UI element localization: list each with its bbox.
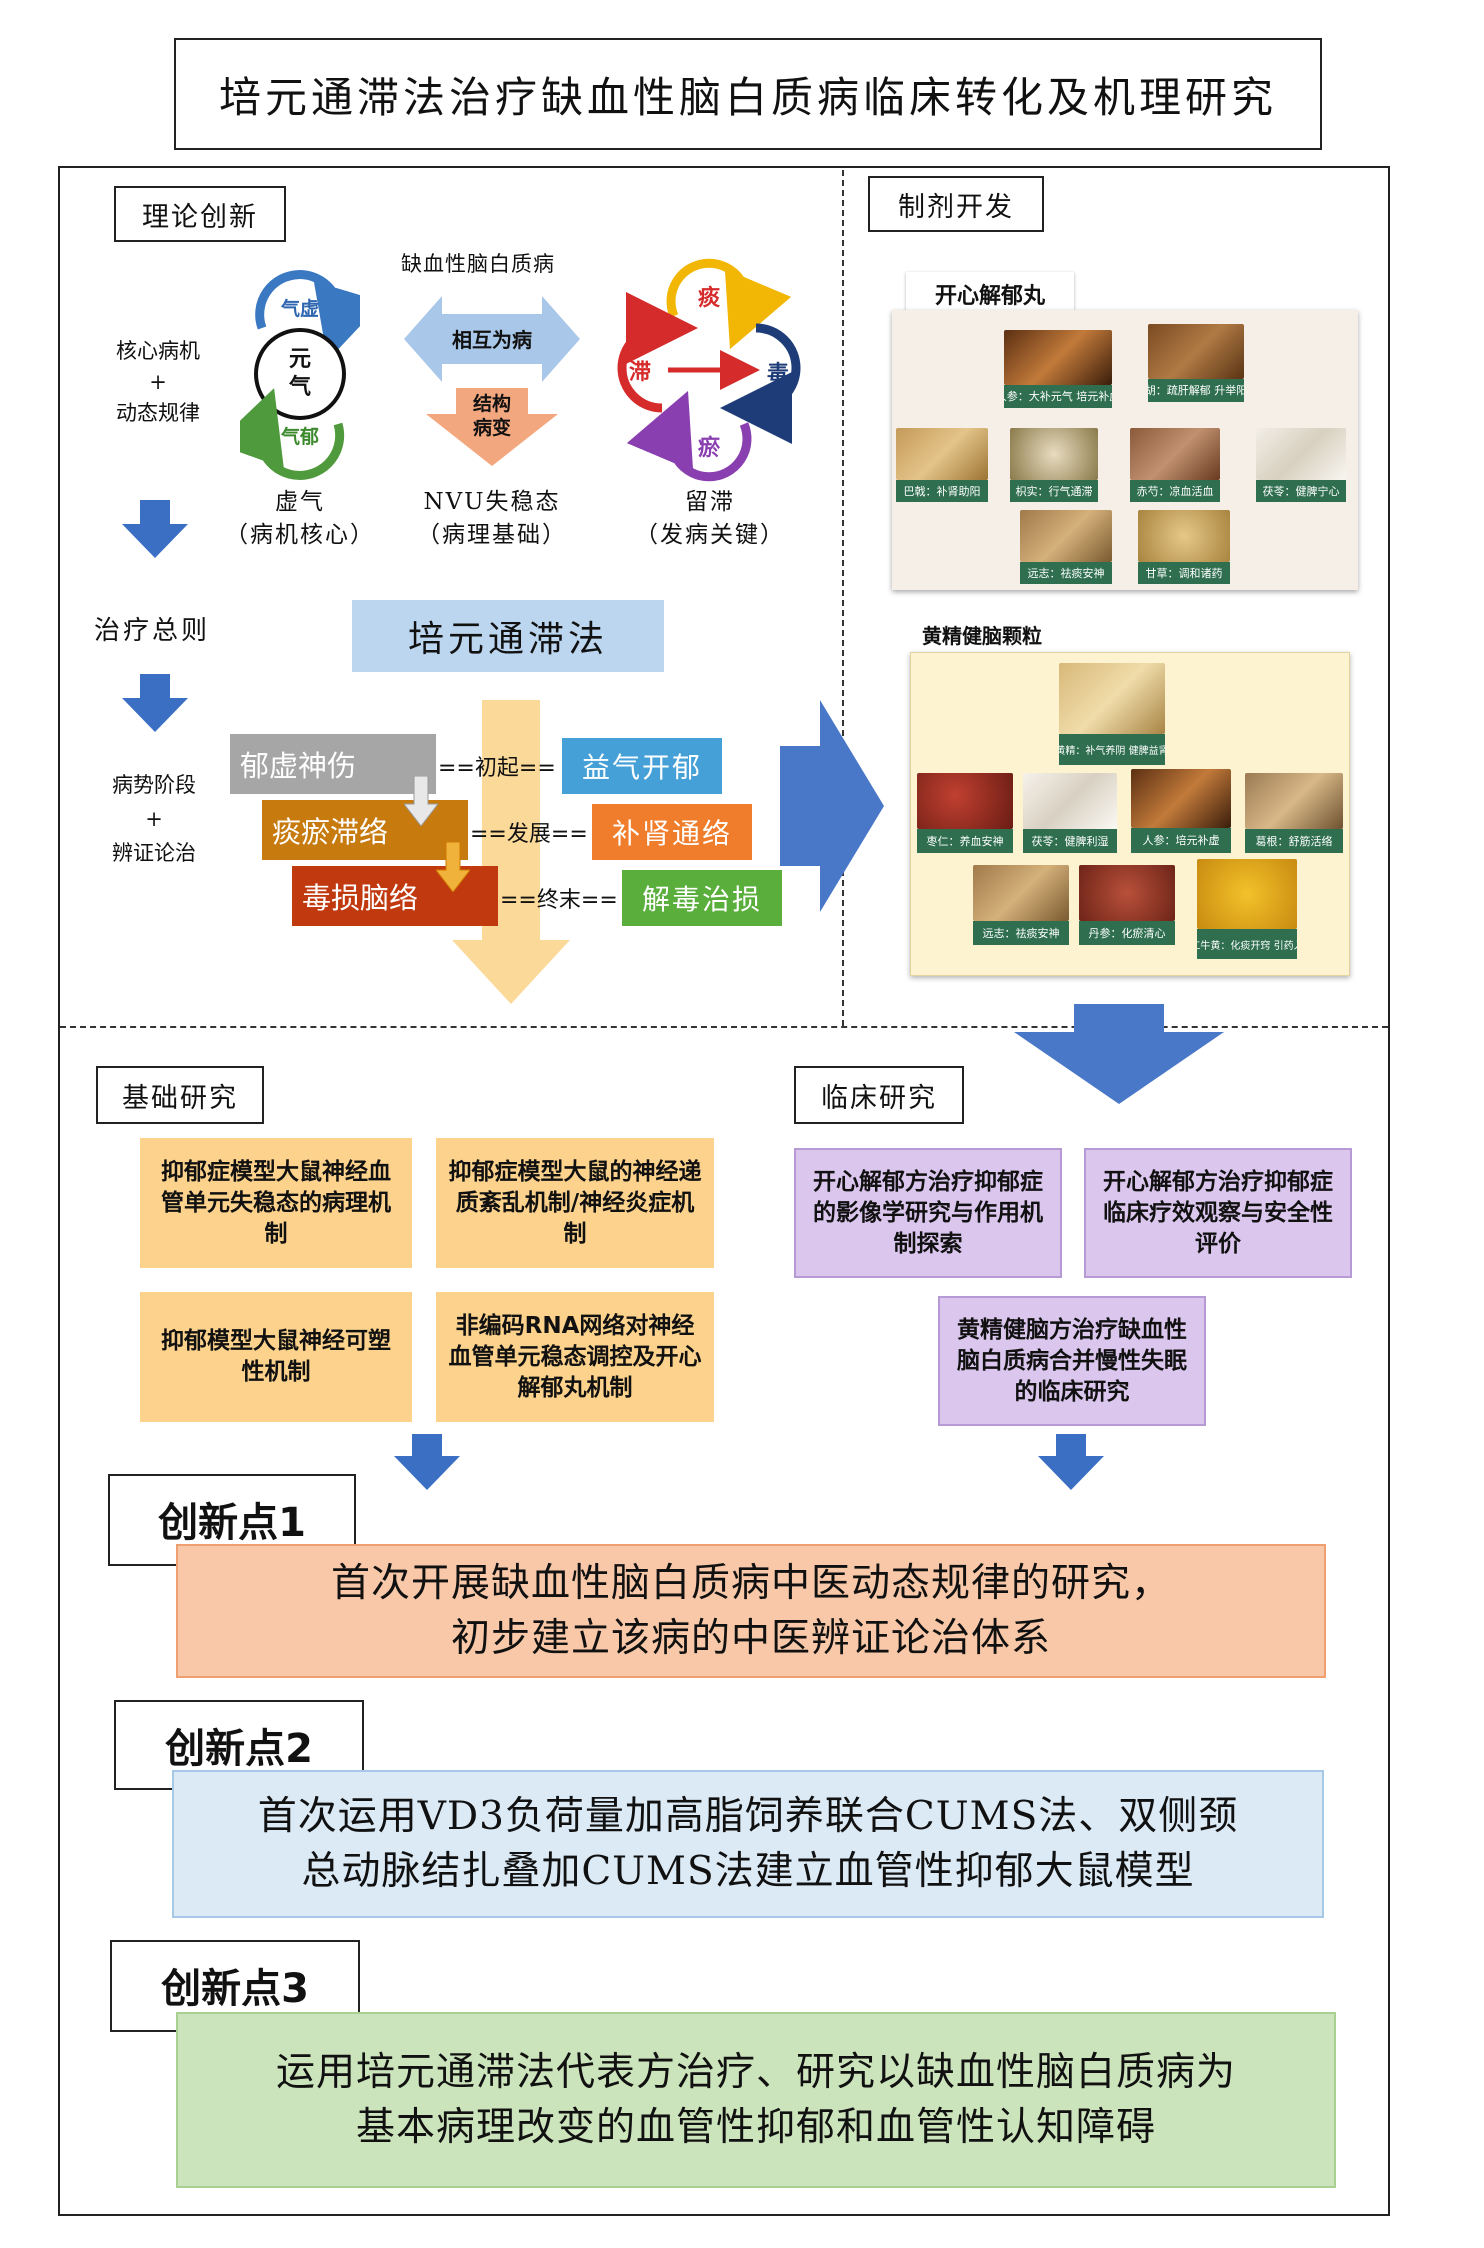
- du-arc: [720, 323, 801, 444]
- herb-photo: [1023, 773, 1117, 829]
- phase-label-3: ==终末==: [500, 888, 618, 913]
- pill2-panel: 黄精：补气养阴 健脾益肾 枣仁：养血安神 茯苓：健脾利湿 人参：培元补虚 葛根：…: [910, 652, 1350, 976]
- qi-xu-arc: [255, 270, 360, 361]
- stage-box-3: 毒损脑络: [292, 866, 498, 926]
- treat-box-1: 益气开郁: [562, 738, 722, 794]
- stagnation-cycle-diagram: [617, 258, 801, 482]
- herb-card-fuling: 茯苓：健脾宁心: [1256, 428, 1346, 502]
- basic-research-item-1: 抑郁症模型大鼠神经血管单元失稳态的病理机制: [140, 1138, 412, 1268]
- theory-label: 理论创新: [114, 186, 286, 242]
- structure-arrow: [426, 388, 558, 466]
- down-arrow-icon-2: [122, 674, 188, 732]
- herb-photo: [1197, 859, 1297, 929]
- pill1-panel: 人参：大补元气 培元补虚 柴胡：疏肝解郁 升举阳气 巴戟：补肾助阳 枳实：行气通…: [892, 310, 1358, 590]
- clinical-down-arrow-icon: [1038, 1434, 1104, 1490]
- herb-photo: [1256, 428, 1346, 480]
- herb-photo: [973, 865, 1069, 921]
- treatment-principle-text: 治疗总则: [94, 616, 211, 646]
- yu-arc: [626, 390, 752, 482]
- pill2-name-tab: 黄精健脑颗粒: [922, 624, 1042, 648]
- herb-photo: [1245, 773, 1343, 829]
- disease-heading: 缺血性脑白质病: [401, 252, 555, 276]
- herb-card-fuling-2: 茯苓：健脾利湿: [1023, 773, 1117, 853]
- clinical-research-label: 临床研究: [794, 1066, 964, 1124]
- herb-photo: [1010, 428, 1098, 480]
- horizontal-divider: [60, 1026, 1388, 1028]
- herb-photo: [917, 773, 1013, 829]
- method-banner: 培元通滞法: [352, 600, 664, 672]
- herb-photo: [1130, 428, 1220, 480]
- du-text: 毒: [766, 362, 789, 387]
- basic-research-label: 基础研究: [96, 1066, 264, 1124]
- herb-card-zhishi: 枳实：行气通滞: [1010, 428, 1098, 502]
- basic-research-item-2: 抑郁症模型大鼠的神经递质紊乱机制/神经炎症机制: [436, 1138, 714, 1268]
- yuan-qi-text: 元 气: [288, 347, 311, 400]
- clinical-research-item-3: 黄精健脑方治疗缺血性脑白质病合并慢性失眠的临床研究: [938, 1296, 1206, 1426]
- herb-card-gancao: 甘草：调和诸药: [1138, 510, 1230, 584]
- xu-qi-caption: 虚气 （病机核心）: [225, 489, 375, 548]
- stage-step-arrow-2: [436, 842, 470, 892]
- tan-text: 痰: [697, 286, 720, 311]
- page-title: 培元通滞法治疗缺血性脑白质病临床转化及机理研究: [174, 38, 1322, 150]
- herb-photo: [1059, 663, 1165, 735]
- herb-card-danshen: 丹参：化瘀清心: [1079, 865, 1175, 945]
- structure-arrow-text: 结构 病变: [472, 393, 511, 439]
- to-formulation-arrow: [780, 700, 884, 912]
- qi-yu-text: 气郁: [280, 425, 319, 448]
- herb-photo: [1131, 769, 1231, 828]
- phase-label-1: ==初起==: [438, 756, 556, 781]
- core-mechanism-text: 核心病机 + 动态规律: [116, 339, 200, 425]
- to-clinical-arrow: [1014, 1004, 1224, 1104]
- herb-photo: [1148, 324, 1244, 379]
- herb-photo: [1020, 510, 1112, 562]
- herb-photo: [1138, 510, 1230, 562]
- herb-card-zaoren: 枣仁：养血安神: [917, 773, 1013, 853]
- pill1-name-tab: 开心解郁丸: [906, 272, 1074, 316]
- nvu-caption: NVU失稳态 （病理基础）: [417, 489, 567, 548]
- herb-photo: [896, 428, 988, 480]
- herb-card-chishao: 赤芍：凉血活血: [1130, 428, 1220, 502]
- herb-card-yuanzhi-2: 远志：祛痰安神: [973, 865, 1069, 945]
- down-arrow-icon-1: [122, 500, 188, 558]
- qi-yu-arc: [240, 388, 345, 480]
- basic-down-arrow-icon: [394, 1434, 460, 1490]
- herb-card-huangjing: 黄精：补气养阴 健脾益肾: [1059, 663, 1165, 765]
- stage-text: 病势阶段 + 辨证论治: [112, 773, 196, 865]
- qi-xu-text: 气虚: [280, 297, 319, 320]
- treat-box-3: 解毒治损: [622, 870, 782, 926]
- herb-photo: [1004, 330, 1112, 385]
- herb-card-gegen: 葛根：舒筋活络: [1245, 773, 1343, 853]
- stage-box-1: 郁虚神伤: [230, 734, 436, 794]
- herb-card-renshen: 人参：大补元气 培元补虚: [1004, 330, 1112, 408]
- treat-box-2: 补肾通络: [592, 804, 752, 860]
- innovation-text-2: 首次运用VD3负荷量加高脂饲养联合CUMS法、双侧颈 总动脉结扎叠加CUMS法建…: [172, 1770, 1324, 1918]
- innovation-text-1: 首次开展缺血性脑白质病中医动态规律的研究， 初步建立该病的中医辨证论治体系: [176, 1544, 1326, 1678]
- herb-photo: [1079, 865, 1175, 921]
- stage-step-arrow-1: [404, 776, 438, 826]
- herb-card-niuhuang: 人工牛黄：化痰开窍 引药入脑: [1197, 859, 1297, 959]
- yu-text: 瘀: [697, 436, 720, 461]
- mutual-arrow-text: 相互为病: [452, 327, 532, 352]
- herb-card-yuanzhi: 远志：祛痰安神: [1020, 510, 1112, 584]
- clinical-research-item-1: 开心解郁方治疗抑郁症的影像学研究与作用机制探索: [794, 1148, 1062, 1278]
- clinical-research-item-2: 开心解郁方治疗抑郁症临床疗效观察与安全性评价: [1084, 1148, 1352, 1278]
- phase-label-2: ==发展==: [470, 822, 588, 847]
- herb-card-baji: 巴戟：补肾助阳: [896, 428, 988, 502]
- herb-card-chaihu: 柴胡：疏肝解郁 升举阳气: [1148, 324, 1244, 402]
- vertical-divider: [842, 170, 844, 1026]
- qi-cycle-diagram: [240, 270, 360, 480]
- innovation-text-3: 运用培元通滞法代表方治疗、研究以缺血性脑白质病为 基本病理改变的血管性抑郁和血管…: [176, 2012, 1336, 2188]
- liu-zhi-caption: 留滞 （发病关键）: [635, 489, 785, 548]
- basic-research-item-4: 非编码RNA网络对神经血管单元稳态调控及开心解郁丸机制: [436, 1292, 714, 1422]
- zhi-text: 滞: [628, 360, 651, 385]
- mutual-arrow: [404, 296, 580, 382]
- herb-card-renshen-2: 人参：培元补虚: [1131, 769, 1231, 853]
- basic-research-item-3: 抑郁模型大鼠神经可塑性机制: [140, 1292, 412, 1422]
- progression-arrow: [452, 700, 570, 1004]
- formulation-label: 制剂开发: [868, 176, 1044, 232]
- main-frame: [58, 166, 1390, 2216]
